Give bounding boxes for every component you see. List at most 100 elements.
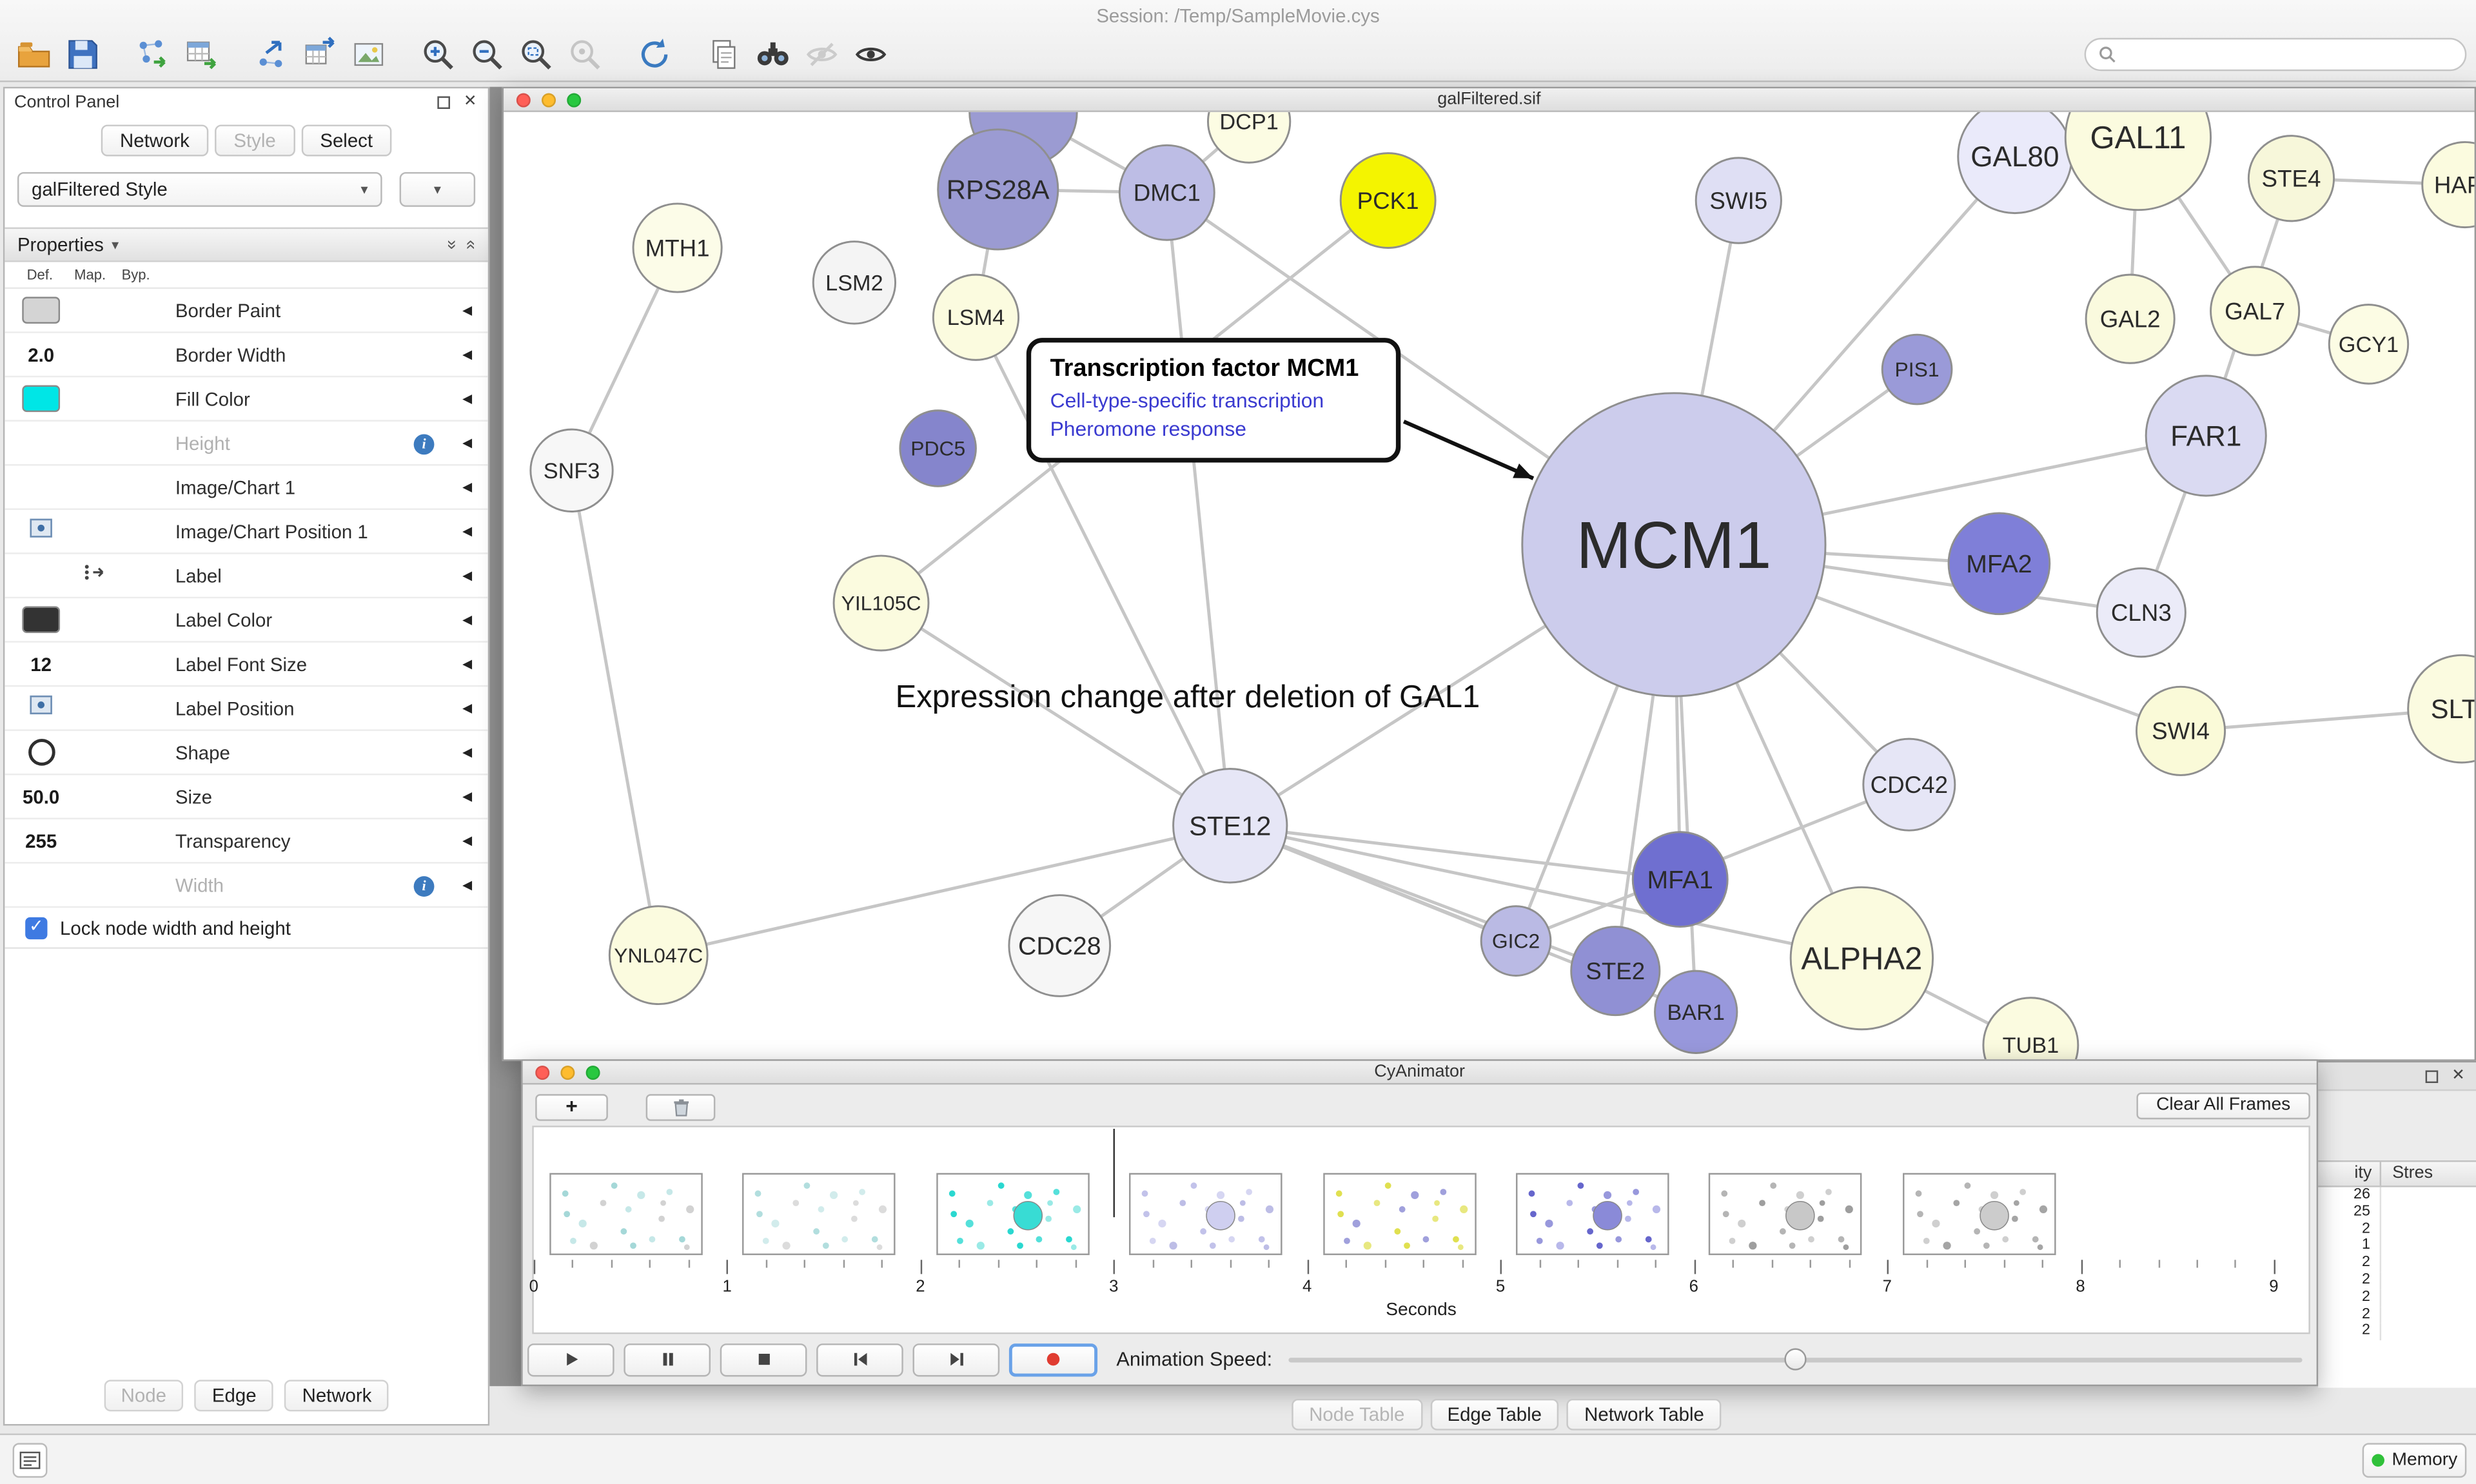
network-node-LSM2[interactable]: [812, 240, 897, 325]
tab-edge-style[interactable]: Edge: [194, 1380, 274, 1412]
network-canvas[interactable]: RPS28ADCP1DMC1PCK1SWI5GAL80GAL11STE4HAP4…: [504, 112, 2475, 1060]
network-node-PCK1[interactable]: [1339, 152, 1437, 249]
network-edge[interactable]: [880, 601, 1232, 827]
network-node-GCY1[interactable]: [2328, 304, 2410, 385]
network-node-SNF3[interactable]: [529, 428, 614, 513]
property-row-border-paint[interactable]: Border Paint◀: [5, 289, 488, 333]
table-row[interactable]: 26: [2318, 1186, 2476, 1205]
network-edge[interactable]: [658, 824, 1231, 957]
position-icon[interactable]: [28, 694, 54, 722]
show-all-button[interactable]: [847, 30, 896, 79]
export-table-button[interactable]: [295, 30, 344, 79]
search-input[interactable]: [2125, 44, 2454, 64]
close-window-icon[interactable]: [535, 1066, 550, 1080]
skip-to-end-button[interactable]: [912, 1342, 1000, 1376]
property-row-fill-color[interactable]: Fill Color◀: [5, 377, 488, 422]
cyanimator-titlebar[interactable]: CyAnimator: [522, 1060, 2317, 1085]
network-node-STE2[interactable]: [1570, 926, 1661, 1017]
delete-frame-button[interactable]: [645, 1093, 716, 1120]
frame-thumbnail-1[interactable]: [742, 1173, 896, 1255]
network-node-DCP1[interactable]: [1207, 112, 1292, 164]
frame-thumbnail-5[interactable]: [1516, 1173, 1669, 1255]
frame-thumbnail-2[interactable]: [936, 1173, 1090, 1255]
network-edge[interactable]: [1230, 824, 1862, 960]
network-node-MCM1[interactable]: [1521, 392, 1827, 698]
close-panel-icon[interactable]: ✕: [2451, 1067, 2465, 1085]
stop-button[interactable]: [720, 1342, 807, 1376]
float-panel-icon[interactable]: [2424, 1070, 2438, 1084]
network-edge[interactable]: [1230, 824, 1681, 881]
network-node-FAR1[interactable]: [2145, 375, 2267, 497]
frame-thumbnail-4[interactable]: [1323, 1173, 1477, 1255]
tab-network-style[interactable]: Network: [284, 1380, 389, 1412]
property-row-label-color[interactable]: Label Color◀: [5, 598, 488, 643]
circle-shape-icon[interactable]: [27, 739, 55, 766]
network-node-GAL7[interactable]: [2210, 266, 2301, 356]
network-node-GAL11[interactable]: [2064, 112, 2212, 211]
color-swatch[interactable]: [22, 297, 61, 324]
tab-edge-table[interactable]: Edge Table: [1430, 1398, 1559, 1430]
network-window-titlebar[interactable]: galFiltered.sif: [504, 88, 2475, 112]
table-row[interactable]: 2: [2318, 1305, 2476, 1324]
expand-row-icon[interactable]: ◀: [462, 701, 473, 716]
zoom-out-button[interactable]: [463, 30, 512, 79]
collapse-all-icon[interactable]: »: [442, 240, 461, 250]
network-node-SWI4[interactable]: [2136, 685, 2226, 776]
color-swatch[interactable]: [22, 606, 61, 634]
save-session-button[interactable]: [59, 30, 108, 79]
position-icon[interactable]: [28, 517, 54, 545]
network-edge[interactable]: [974, 317, 1232, 826]
network-node-YNL047C[interactable]: [608, 905, 709, 1006]
tab-select[interactable]: Select: [300, 124, 392, 157]
network-node-PDC5[interactable]: [899, 409, 977, 487]
play-button[interactable]: [527, 1342, 614, 1376]
network-node-SWI5[interactable]: [1695, 157, 1782, 244]
expand-row-icon[interactable]: ◀: [462, 435, 473, 450]
style-options-button[interactable]: ▾: [399, 171, 476, 207]
frame-thumbnail-0[interactable]: [549, 1173, 703, 1255]
zoom-window-icon[interactable]: [567, 93, 582, 108]
network-node-MFA1[interactable]: [1631, 831, 1729, 928]
expand-all-icon[interactable]: «: [460, 240, 480, 250]
property-row-shape[interactable]: Shape◀: [5, 731, 488, 776]
expand-row-icon[interactable]: ◀: [462, 480, 473, 494]
frame-thumbnail-6[interactable]: [1708, 1173, 1862, 1255]
network-node-GAL2[interactable]: [2085, 273, 2176, 364]
network-node-MFA2[interactable]: [1947, 512, 2051, 616]
tab-node-style[interactable]: Node: [103, 1380, 184, 1412]
property-row-image-chart-1[interactable]: Image/Chart 1◀: [5, 465, 488, 511]
network-node-YIL105C[interactable]: [832, 554, 930, 652]
network-node-LSM4[interactable]: [932, 273, 1020, 361]
property-row-label-position[interactable]: Label Position◀: [5, 687, 488, 731]
passthrough-icon[interactable]: [82, 561, 107, 590]
record-button[interactable]: [1008, 1342, 1098, 1376]
pause-button[interactable]: [624, 1342, 711, 1376]
expand-row-icon[interactable]: ◀: [462, 612, 473, 627]
expand-row-icon[interactable]: ◀: [462, 834, 473, 848]
zoom-window-icon[interactable]: [585, 1066, 600, 1080]
animation-speed-slider[interactable]: [1288, 1342, 2303, 1377]
table-row[interactable]: 2: [2318, 1271, 2476, 1290]
slider-thumb[interactable]: [1785, 1348, 1807, 1371]
close-window-icon[interactable]: [516, 93, 531, 108]
tab-node-table[interactable]: Node Table: [1292, 1398, 1422, 1430]
expand-row-icon[interactable]: ◀: [462, 656, 473, 671]
frame-thumbnail-7[interactable]: [1903, 1173, 2056, 1255]
add-frame-button[interactable]: +: [535, 1093, 608, 1120]
tab-network[interactable]: Network: [101, 124, 209, 157]
property-row-image-chart-position-1[interactable]: Image/Chart Position 1◀: [5, 510, 488, 554]
task-history-button[interactable]: [12, 1443, 48, 1478]
expand-row-icon[interactable]: ◀: [462, 347, 473, 362]
skip-to-start-button[interactable]: [816, 1342, 903, 1376]
annotation-link[interactable]: Cell-type-specific transcription: [1050, 388, 1324, 413]
search-box[interactable]: [2084, 37, 2467, 72]
tab-network-table[interactable]: Network Table: [1567, 1398, 1722, 1430]
style-selector[interactable]: galFiltered Style ▾: [17, 171, 382, 207]
table-row[interactable]: 2: [2318, 1220, 2476, 1238]
network-node-STE4[interactable]: [2247, 135, 2335, 222]
network-node-PIS1[interactable]: [1881, 333, 1953, 405]
lock-size-checkbox[interactable]: ✓: [25, 916, 48, 939]
